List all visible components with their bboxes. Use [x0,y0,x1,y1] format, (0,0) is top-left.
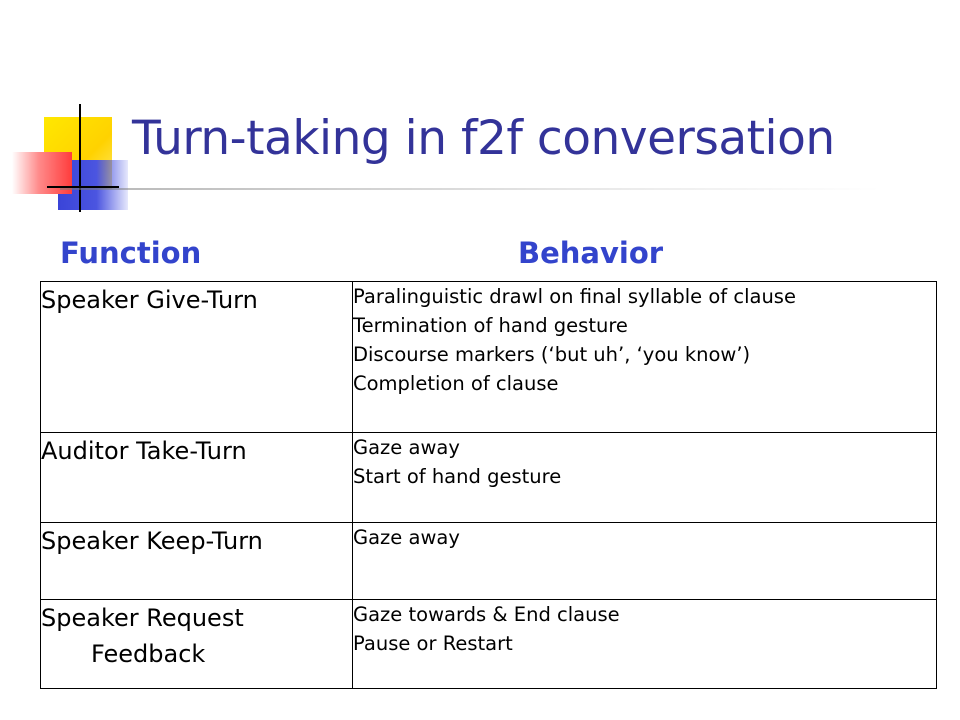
table-row: Speaker Give-Turn Paralinguistic drawl o… [40,281,937,433]
behavior-cell: Paralinguistic drawl on final syllable o… [352,281,937,433]
behavior-item: Pause or Restart [353,632,513,655]
table-row: Speaker Keep-Turn Gaze away [40,522,937,600]
table-row: Auditor Take-Turn Gaze away Start of han… [40,432,937,523]
behavior-item: Start of hand gesture [353,465,562,488]
function-label: Speaker Request [41,604,244,632]
behavior-item: Paralinguistic drawl on final syllable o… [353,285,796,308]
behavior-item: Discourse markers (‘but uh’, ‘you know’) [353,343,751,366]
function-label: Speaker Give-Turn [41,286,258,314]
slide-title: Turn-taking in f2f conversation [132,111,835,166]
behavior-item: Completion of clause [353,372,559,395]
behavior-cell: Gaze away [352,522,937,600]
behavior-item: Gaze away [353,436,460,459]
behavior-cell: Gaze away Start of hand gesture [352,432,937,523]
logo-vertical-line [79,104,81,212]
function-header: Function [60,236,202,270]
function-label: Speaker Keep-Turn [41,527,263,555]
behavior-item: Gaze towards & End clause [353,603,620,626]
function-label-continuation: Feedback [91,640,206,668]
table-row: Speaker Request Feedback Gaze towards & … [40,599,937,689]
turn-taking-table: Speaker Give-Turn Paralinguistic drawl o… [40,281,937,689]
behavior-item: Gaze away [353,526,460,549]
logo-horizontal-line [47,186,119,188]
function-label: Auditor Take-Turn [41,437,247,465]
function-cell: Auditor Take-Turn [40,432,353,523]
behavior-item: Termination of hand gesture [353,314,628,337]
behavior-header: Behavior [518,236,664,270]
function-cell: Speaker Give-Turn [40,281,353,433]
function-cell: Speaker Keep-Turn [40,522,353,600]
title-underline [60,188,880,190]
decorative-logo [0,0,150,220]
behavior-cell: Gaze towards & End clause Pause or Resta… [352,599,937,689]
function-cell: Speaker Request Feedback [40,599,353,689]
